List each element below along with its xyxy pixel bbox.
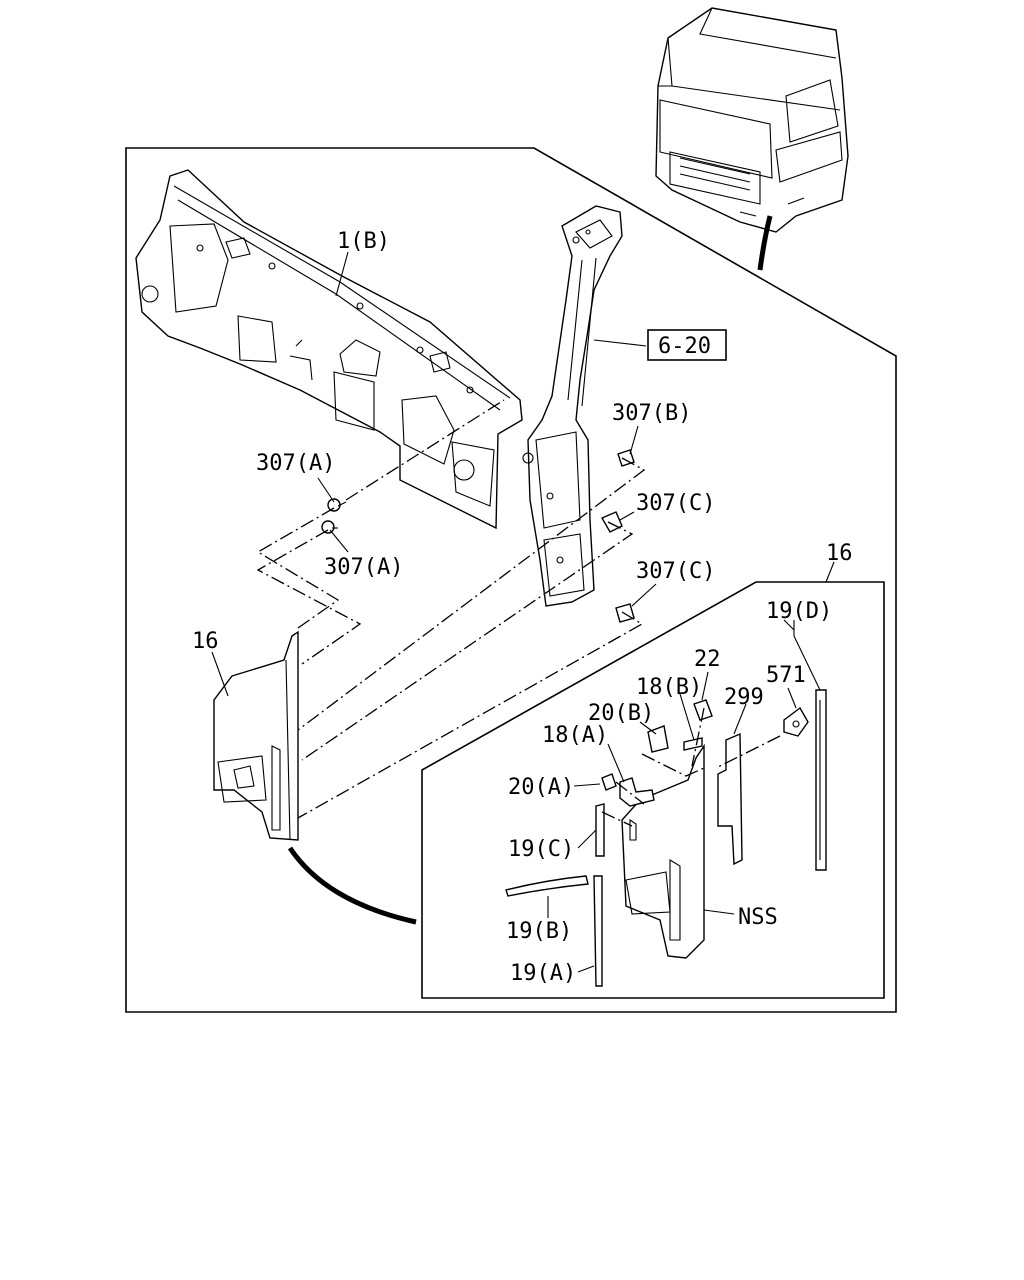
part-18a-shape xyxy=(619,777,655,807)
label-19b: 19(B) xyxy=(506,919,572,944)
clip-307a-top xyxy=(327,498,347,512)
part-20a-shape xyxy=(601,773,617,791)
label-20a: 20(A) xyxy=(508,775,574,800)
label-16-detail: 16 xyxy=(826,541,853,566)
label-20b: 20(B) xyxy=(588,701,654,726)
detail-connector xyxy=(287,846,417,925)
assembly-lines xyxy=(256,399,646,819)
label-19a: 19(A) xyxy=(510,961,576,986)
detail-assembly-lines xyxy=(601,707,781,827)
label-307c-bottom: 307(C) xyxy=(636,559,715,584)
label-nss: NSS xyxy=(738,905,778,930)
ref-box-6-20 xyxy=(647,329,727,361)
label-19c: 19(C) xyxy=(508,837,574,862)
seal-19a-part xyxy=(593,875,603,987)
label-307a-bottom: 307(A) xyxy=(324,555,403,580)
label-307a-top: 307(A) xyxy=(256,451,335,476)
part-299-shape xyxy=(717,732,743,866)
a-pillar xyxy=(522,205,623,607)
part-18b-shape xyxy=(683,737,703,751)
label-19d: 19(D) xyxy=(766,599,832,624)
clip-307a-bottom xyxy=(321,520,338,534)
side-cover-nss xyxy=(621,743,705,959)
label-22: 22 xyxy=(694,647,721,672)
side-cover-left xyxy=(213,630,299,841)
label-571: 571 xyxy=(766,663,806,688)
detail-frame xyxy=(421,581,885,999)
label-1b: 1(B) xyxy=(337,229,390,254)
label-16-left: 16 xyxy=(192,629,219,654)
label-6-20: 6-20 xyxy=(658,334,711,359)
seal-19d-part xyxy=(815,689,827,871)
leaders-main xyxy=(211,251,657,697)
label-18a: 18(A) xyxy=(542,723,608,748)
label-299: 299 xyxy=(724,685,764,710)
label-18b: 18(B) xyxy=(636,675,702,700)
part-20b-shape xyxy=(647,725,669,753)
main-frame xyxy=(125,147,897,1013)
truck-cab-thumbnail xyxy=(655,7,849,271)
part-571-shape xyxy=(783,706,809,737)
leaders-detail xyxy=(547,561,835,973)
clip-307c-bottom xyxy=(615,603,635,623)
clip-307c-top xyxy=(601,511,623,533)
label-307b: 307(B) xyxy=(612,401,691,426)
label-307c-top: 307(C) xyxy=(636,491,715,516)
seal-19b-part xyxy=(505,875,589,897)
seal-19c-part xyxy=(595,803,605,857)
